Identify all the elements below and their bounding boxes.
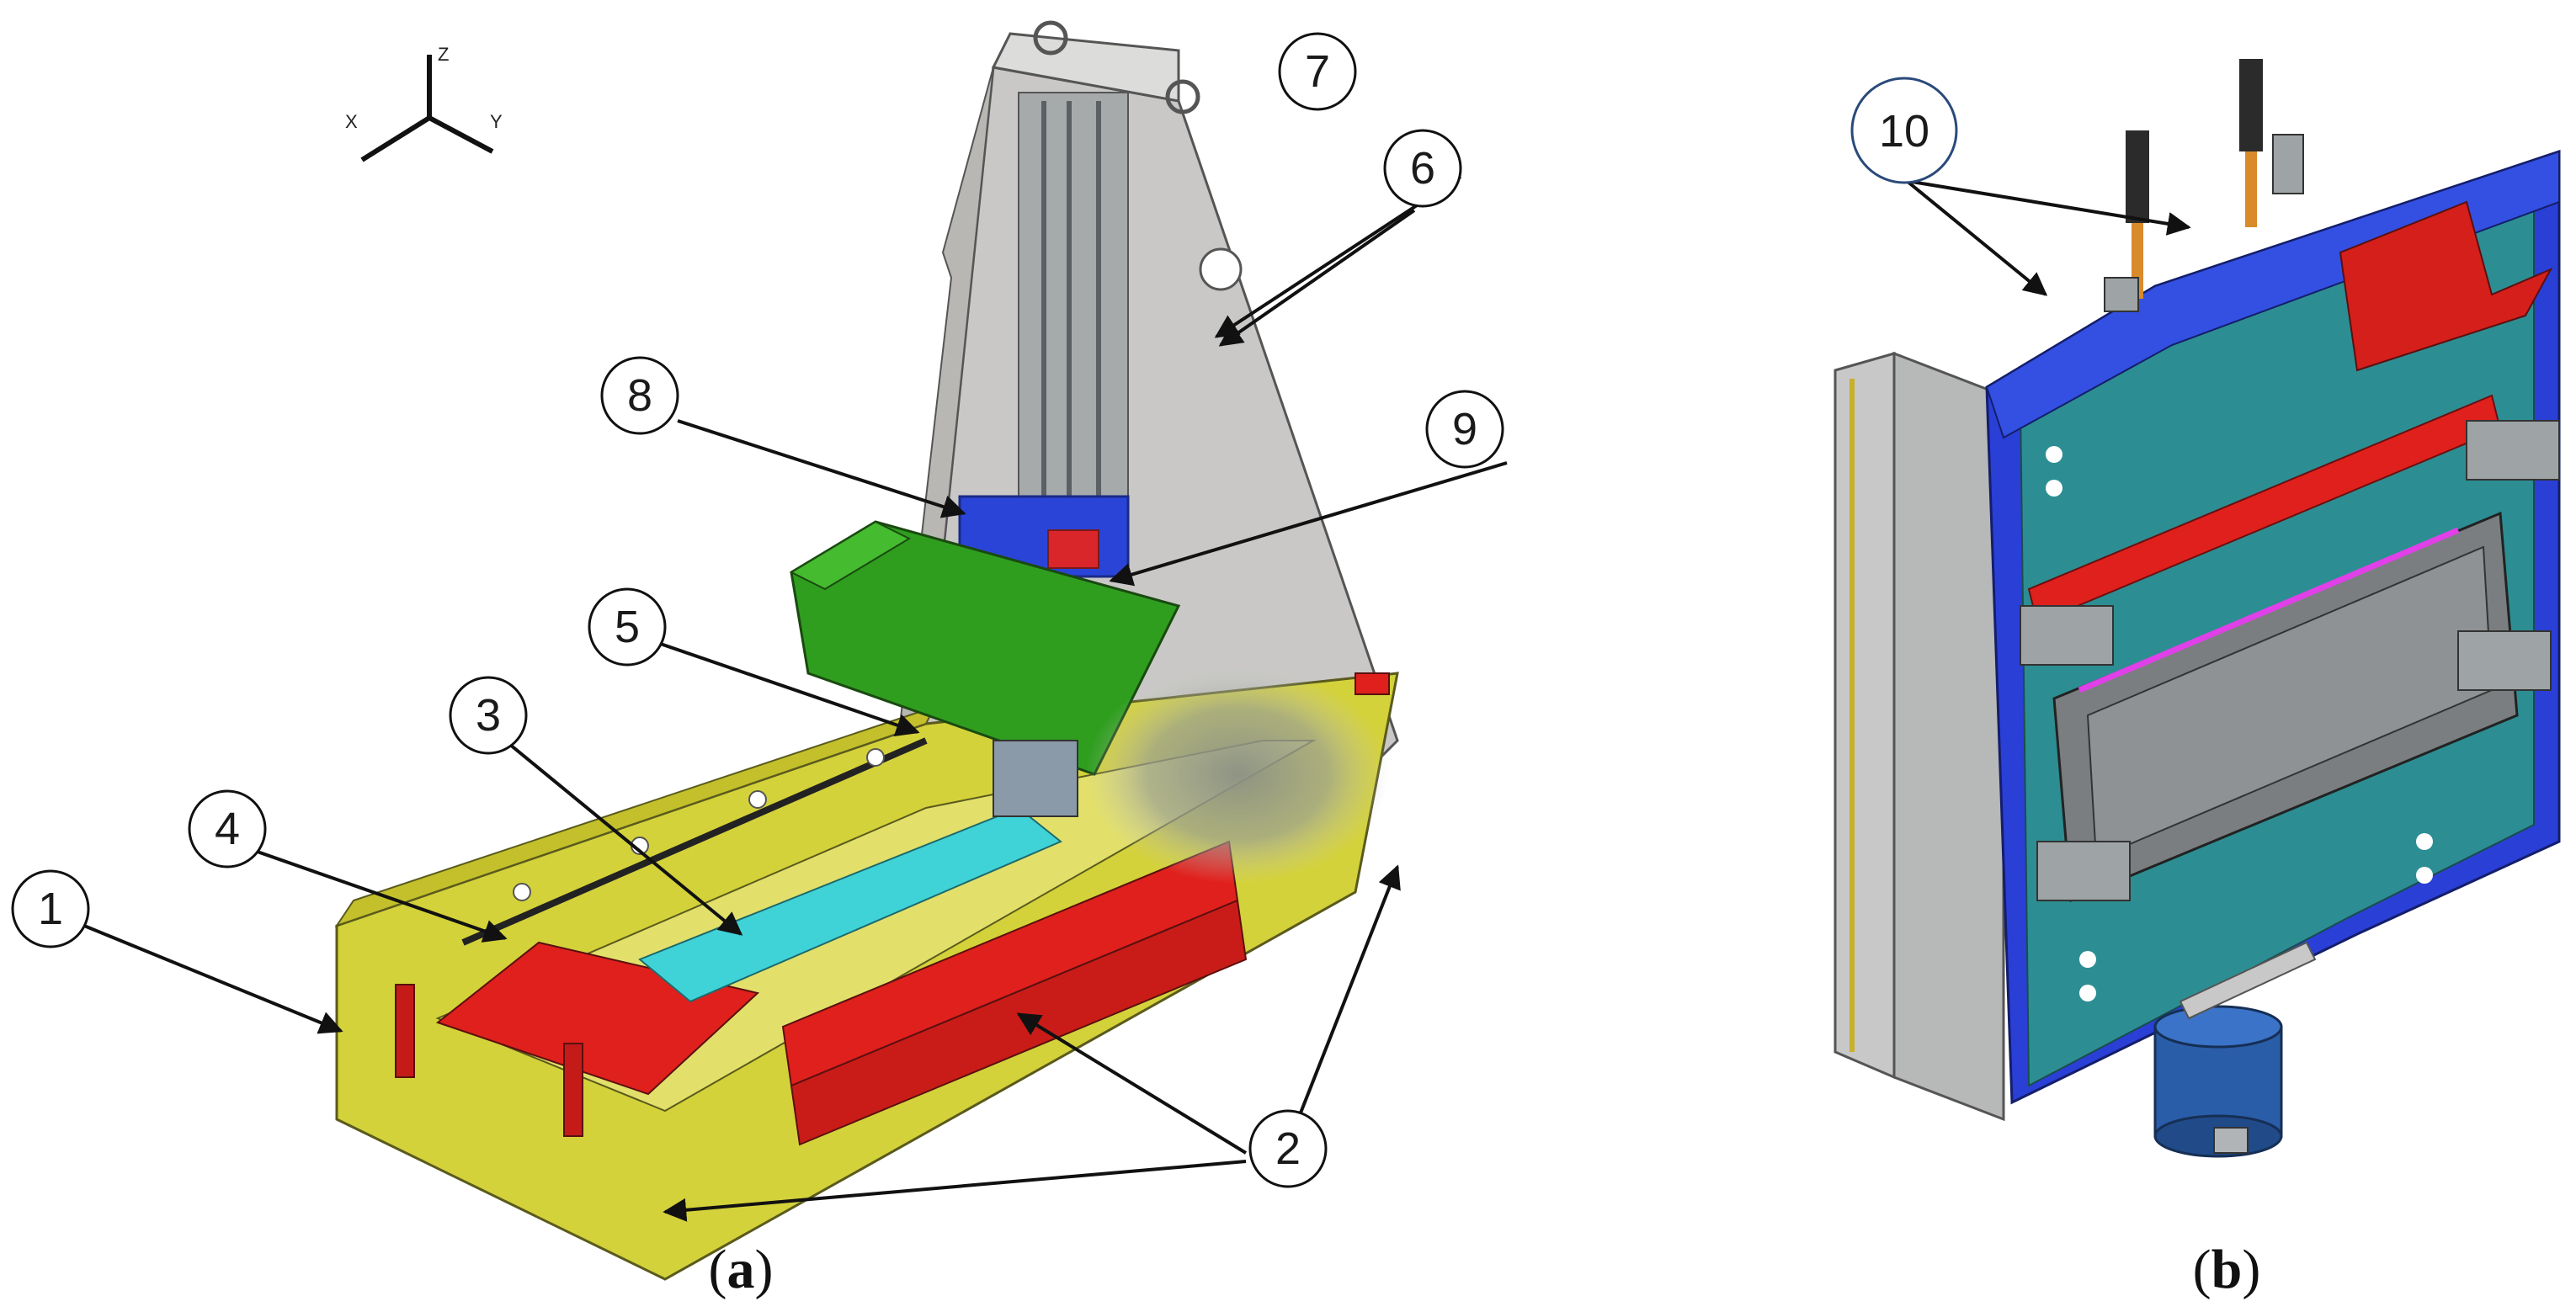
panel-b: 10 (b) bbox=[1834, 59, 2561, 1300]
axis-label-z: Z bbox=[438, 44, 449, 65]
callout-5: 5 bbox=[588, 587, 667, 667]
svg-text:1: 1 bbox=[38, 884, 63, 934]
callout-6: 6 bbox=[1383, 129, 1462, 208]
svg-text:2: 2 bbox=[1275, 1123, 1301, 1174]
side-frame bbox=[1834, 351, 2005, 1122]
callout-10: 10 bbox=[1850, 77, 1958, 184]
axis-label-x: X bbox=[345, 111, 358, 132]
axis-label-y: Y bbox=[490, 111, 503, 132]
cylinder-unit bbox=[2153, 941, 2317, 1158]
callout-4: 4 bbox=[188, 789, 267, 868]
leader-lines-b bbox=[1905, 179, 2191, 296]
connectors bbox=[2104, 59, 2304, 312]
spindle-head bbox=[789, 520, 1181, 817]
axis-triad bbox=[360, 55, 494, 162]
svg-text:3: 3 bbox=[476, 690, 501, 741]
caption-a: (a) bbox=[709, 1239, 774, 1300]
svg-text:5: 5 bbox=[615, 602, 640, 652]
callout-3: 3 bbox=[449, 676, 528, 755]
callout-9: 9 bbox=[1425, 390, 1504, 469]
svg-text:7: 7 bbox=[1305, 46, 1330, 97]
panel-a: Z X Y bbox=[11, 20, 1508, 1300]
callout-2: 2 bbox=[1248, 1109, 1328, 1188]
svg-text:4: 4 bbox=[215, 804, 240, 854]
svg-text:10: 10 bbox=[1879, 106, 1929, 157]
callout-1: 1 bbox=[11, 869, 90, 948]
blurred-tool-area bbox=[1086, 665, 1389, 884]
callout-7: 7 bbox=[1278, 32, 1357, 111]
svg-text:9: 9 bbox=[1452, 404, 1477, 454]
callout-8: 8 bbox=[600, 356, 679, 435]
slide-plate bbox=[1985, 149, 2561, 1105]
svg-text:6: 6 bbox=[1410, 143, 1435, 194]
svg-text:8: 8 bbox=[627, 370, 652, 421]
caption-b: (b) bbox=[2193, 1239, 2261, 1300]
